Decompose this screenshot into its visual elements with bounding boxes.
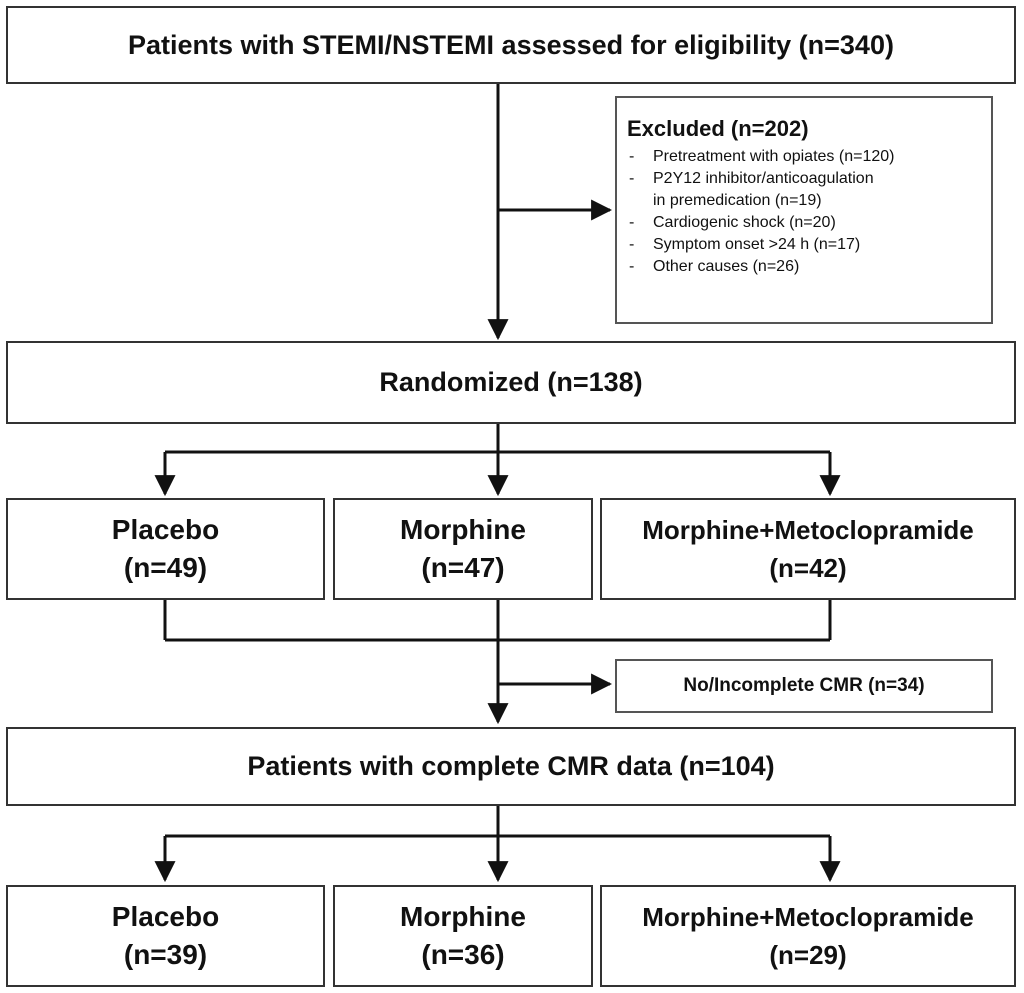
- excluded-item: -Symptom onset >24 h (n=17): [629, 236, 861, 253]
- excluded-item: -Cardiogenic shock (n=20): [629, 214, 836, 231]
- group-count: (n=47): [421, 552, 505, 583]
- assessed-box: Patients with STEMI/NSTEMI assessed for …: [6, 6, 1016, 84]
- excluded-item: -Pretreatment with opiates (n=120): [629, 148, 895, 165]
- excluded-title: Excluded (n=202): [627, 116, 809, 141]
- excluded-list: -Pretreatment with opiates (n=120) -P2Y1…: [627, 146, 981, 278]
- no-cmr-box: No/Incomplete CMR (n=34): [615, 659, 993, 713]
- complete-cmr-box: Patients with complete CMR data (n=104): [6, 727, 1016, 806]
- group-placebo-cmr: Placebo (n=39): [6, 885, 325, 987]
- group-name: Morphine+Metoclopramide: [642, 515, 974, 545]
- assessed-label: Patients with STEMI/NSTEMI assessed for …: [128, 29, 894, 60]
- randomized-label: Randomized (n=138): [379, 367, 643, 397]
- excluded-item: -P2Y12 inhibitor/anticoagulation: [629, 170, 874, 187]
- excluded-item: -Other causes (n=26): [629, 258, 800, 275]
- group-count: (n=42): [769, 553, 847, 583]
- no-cmr-label: No/Incomplete CMR (n=34): [683, 675, 925, 696]
- group-placebo-randomized: Placebo (n=49): [6, 498, 325, 600]
- group-morphine-cmr: Morphine (n=36): [333, 885, 593, 987]
- group-morphine-randomized: Morphine (n=47): [333, 498, 593, 600]
- group-name: Morphine: [400, 514, 526, 545]
- group-name: Placebo: [111, 514, 220, 545]
- group-count: (n=49): [123, 552, 208, 583]
- group-combo-cmr: Morphine+Metoclopramide (n=29): [600, 885, 1016, 987]
- group-count: (n=36): [421, 939, 505, 970]
- group-count: (n=29): [769, 940, 847, 970]
- group-count: (n=39): [123, 939, 208, 970]
- excluded-item: in premedication (n=19): [653, 192, 822, 209]
- group-name: Morphine+Metoclopramide: [642, 902, 974, 932]
- complete-cmr-label: Patients with complete CMR data (n=104): [247, 751, 775, 781]
- group-name: Placebo: [111, 901, 220, 932]
- group-combo-randomized: Morphine+Metoclopramide (n=42): [600, 498, 1016, 600]
- excluded-box: Excluded (n=202) -Pretreatment with opia…: [615, 96, 993, 324]
- group-name: Morphine: [400, 901, 526, 932]
- randomized-box: Randomized (n=138): [6, 341, 1016, 424]
